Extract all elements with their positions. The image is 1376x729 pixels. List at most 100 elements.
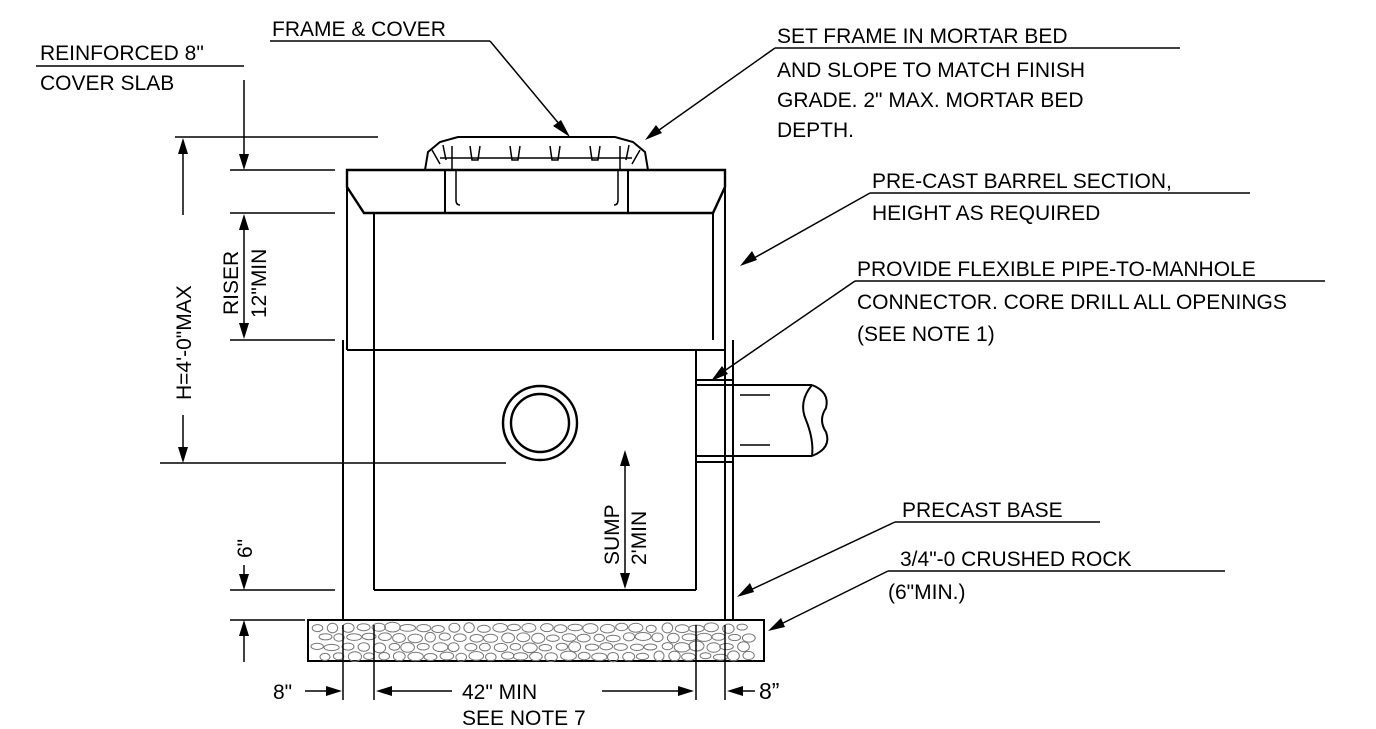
rock-stone <box>538 644 553 652</box>
height-dimension <box>178 138 188 463</box>
rock-stone <box>347 651 362 662</box>
sump-value: 2'MIN <box>628 511 651 565</box>
riser-value: 12"MIN <box>248 249 271 318</box>
outlet-pipe-opening <box>501 384 579 462</box>
rock-stone <box>485 652 497 662</box>
rock-stone <box>469 634 484 643</box>
rock-stone <box>546 634 560 642</box>
dimension-texts: H=4'-0"MAX RISER 12"MIN SUMP 2'MIN 6" 8"… <box>173 249 779 729</box>
rock-stone <box>477 624 491 633</box>
rock-stone <box>553 624 568 634</box>
leader-lines <box>36 40 1325 631</box>
rock-stone <box>577 651 591 661</box>
mortar-note-line1: SET FRAME IN MORTAR BED <box>777 25 1068 48</box>
rock-stone <box>483 633 499 643</box>
rock-stone <box>447 642 460 653</box>
rock-stone <box>673 642 691 653</box>
rock-stone <box>492 623 509 633</box>
cover-slab-dimension <box>239 80 249 170</box>
rock-stone <box>695 632 713 642</box>
rock-stone <box>432 642 449 653</box>
rock-stone <box>431 625 445 633</box>
rock-note-line2: (6"MIN.) <box>888 581 965 604</box>
inside-width-label: 42" MIN <box>462 681 537 704</box>
right-wall-label: 8” <box>759 678 779 704</box>
rock-stone <box>453 633 467 643</box>
rock-stone <box>727 650 740 662</box>
rock-stone <box>737 641 750 653</box>
connector-note-line2: CONNECTOR. CORE DRILL ALL OPENINGS <box>857 291 1287 314</box>
rock-stone <box>416 642 430 651</box>
extension-lines <box>160 136 726 700</box>
rock-stone <box>607 652 619 663</box>
rock-stone <box>681 652 696 662</box>
rock-stone <box>507 623 521 632</box>
sump-dimension <box>620 450 630 589</box>
rock-stone <box>468 651 485 661</box>
rock-stone <box>522 642 538 654</box>
mortar-note-line4: DEPTH. <box>777 119 854 142</box>
rock-stone <box>407 651 424 662</box>
rock-stone <box>643 643 658 651</box>
rock-stone <box>544 652 558 662</box>
rock-stone <box>560 650 577 661</box>
left-wall-label: 8" <box>273 681 292 704</box>
rock-stone <box>501 632 516 644</box>
base-thickness-label: 6" <box>234 539 257 558</box>
precast-barrel-section <box>346 213 726 351</box>
rock-stone <box>493 642 508 653</box>
mortar-note-line3: GRADE. 2" MAX. MORTAR BED <box>777 89 1084 112</box>
rock-stone <box>591 652 608 662</box>
rock-stone <box>464 643 478 652</box>
rock-stone <box>635 652 650 661</box>
rock-stone <box>319 652 331 661</box>
rock-stone <box>719 643 734 651</box>
rock-stone <box>363 652 375 661</box>
rock-stone <box>346 633 363 641</box>
rock-stone <box>634 632 652 641</box>
rock-stone <box>455 652 468 662</box>
barrel-note-line1: PRE-CAST BARREL SECTION, <box>872 170 1172 193</box>
rock-stone <box>400 642 415 653</box>
frame-cover-note: FRAME & COVER <box>272 18 446 41</box>
rock-stone <box>630 643 644 651</box>
rock-stone <box>512 652 529 661</box>
rock-stone <box>741 633 756 643</box>
rock-stone <box>439 651 455 661</box>
rock-stone <box>392 633 406 643</box>
rock-stone <box>593 633 605 643</box>
base-thickness-dimension <box>239 565 249 662</box>
rock-stone <box>356 623 371 632</box>
rock-stone <box>582 623 599 634</box>
rock-stone <box>371 622 386 632</box>
rock-stone <box>378 632 392 642</box>
rock-stone <box>674 624 690 634</box>
rock-stone <box>703 622 719 633</box>
rock-stone <box>341 622 355 633</box>
rock-stone <box>645 624 657 634</box>
rock-stone <box>555 642 569 651</box>
rock-stone <box>378 652 391 661</box>
rock-stone <box>681 633 698 642</box>
rock-stone <box>599 623 616 634</box>
rock-stone <box>392 651 406 662</box>
mortar-note-line2: AND SLOPE TO MATCH FINISH <box>777 59 1085 82</box>
rock-stone <box>388 642 401 651</box>
rock-stone <box>742 650 755 661</box>
rock-stone <box>516 632 531 643</box>
rock-stone <box>699 652 712 660</box>
base-note: PRECAST BASE <box>902 499 1063 522</box>
sump-label: SUMP <box>601 504 624 565</box>
rock-stone <box>531 632 546 644</box>
rock-stone <box>584 643 600 651</box>
rock-stone <box>722 623 735 634</box>
rock-stone <box>567 623 583 632</box>
rock-stone <box>561 633 577 642</box>
cover-slab-note-line1: REINFORCED 8" <box>40 42 204 65</box>
rock-stone <box>448 622 461 633</box>
riser-dimension <box>239 214 249 339</box>
rock-stone <box>668 650 681 662</box>
rock-stone <box>605 634 621 643</box>
